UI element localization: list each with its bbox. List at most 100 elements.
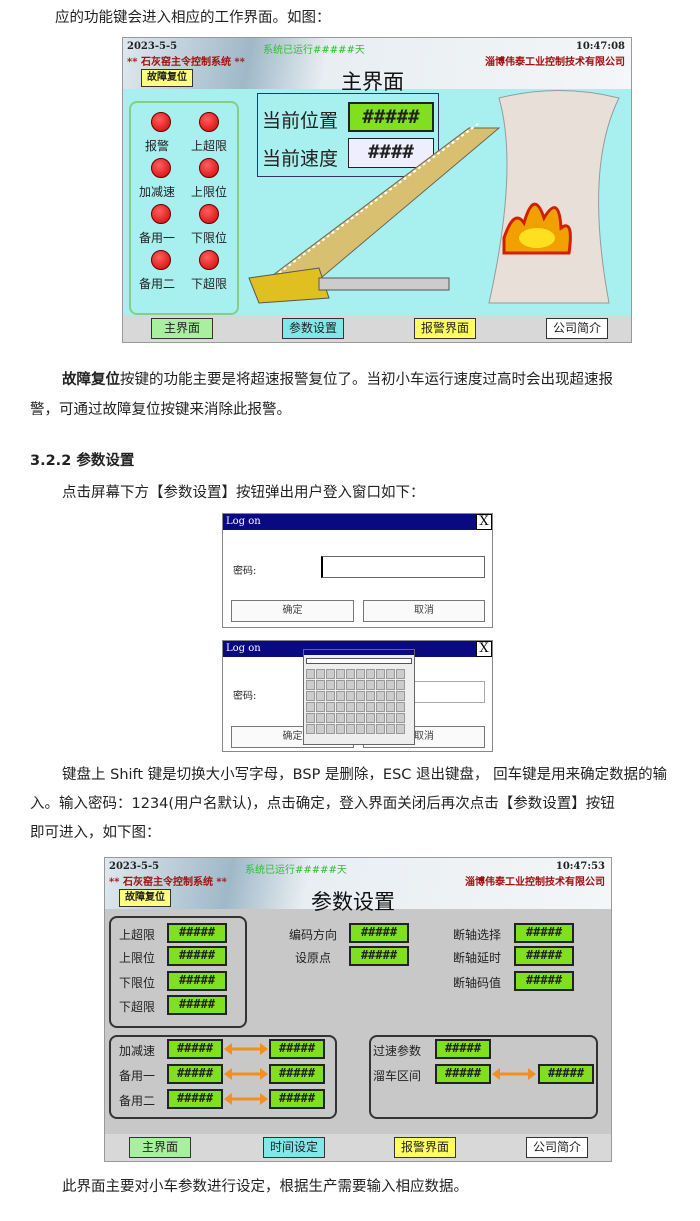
close-icon[interactable]: X (476, 514, 492, 530)
keyboard-key[interactable] (376, 713, 385, 723)
reset-button[interactable]: 故障复位 (119, 889, 171, 907)
light-label: 下限位 (191, 231, 228, 245)
lower-overlimit-light (199, 250, 219, 270)
keyboard-key[interactable] (326, 680, 335, 690)
keyboard-key[interactable] (376, 724, 385, 734)
keyboard-key[interactable] (356, 724, 365, 734)
keyboard-key[interactable] (316, 691, 325, 701)
keyboard-key[interactable] (306, 669, 315, 679)
keyboard-key[interactable] (326, 713, 335, 723)
keyboard-key[interactable] (316, 669, 325, 679)
param-value-field[interactable]: ##### (514, 971, 574, 991)
keyboard-key[interactable] (346, 680, 355, 690)
param-value-field[interactable]: ##### (538, 1064, 594, 1084)
keyboard-key[interactable] (396, 713, 405, 723)
reset-button[interactable]: 故障复位 (141, 69, 193, 87)
keyboard-key[interactable] (356, 702, 365, 712)
param-value-field[interactable]: ##### (167, 971, 227, 991)
nav-alarm-button[interactable]: 报警界面 (414, 318, 476, 339)
keyboard-key[interactable] (316, 724, 325, 734)
keyboard-key[interactable] (306, 691, 315, 701)
param-value-field[interactable]: ##### (167, 995, 227, 1015)
keyboard-key[interactable] (366, 702, 375, 712)
nav-alarm-button[interactable]: 报警界面 (394, 1137, 456, 1158)
nav-company-button[interactable]: 公司简介 (546, 318, 608, 339)
keyboard-key[interactable] (326, 691, 335, 701)
keyboard-key[interactable] (316, 713, 325, 723)
keyboard-key[interactable] (356, 713, 365, 723)
param-value-field[interactable]: ##### (514, 923, 574, 943)
keyboard-key[interactable] (306, 713, 315, 723)
keyboard-key[interactable] (316, 702, 325, 712)
keyboard-key[interactable] (306, 680, 315, 690)
keyboard-key[interactable] (366, 691, 375, 701)
keyboard-key[interactable] (396, 691, 405, 701)
keyboard-key[interactable] (396, 724, 405, 734)
param-value-field[interactable]: ##### (349, 946, 409, 966)
keyboard-key[interactable] (306, 702, 315, 712)
keyboard-key[interactable] (336, 691, 345, 701)
keyboard-key[interactable] (346, 669, 355, 679)
param-value-field[interactable]: ##### (435, 1064, 491, 1084)
password-input[interactable] (321, 556, 485, 578)
keyboard-key[interactable] (386, 669, 395, 679)
keyboard-key[interactable] (346, 702, 355, 712)
keyboard-key[interactable] (356, 680, 365, 690)
param-value-field[interactable]: ##### (349, 923, 409, 943)
keyboard-key[interactable] (396, 680, 405, 690)
keyboard-key[interactable] (386, 724, 395, 734)
keyboard-key[interactable] (386, 680, 395, 690)
param-value-field[interactable]: ##### (167, 1039, 223, 1059)
close-icon[interactable]: X (476, 641, 492, 657)
keyboard-key[interactable] (376, 702, 385, 712)
keyboard-key[interactable] (366, 724, 375, 734)
keyboard-key[interactable] (336, 713, 345, 723)
keyboard-key[interactable] (366, 669, 375, 679)
keyboard-keys[interactable] (306, 669, 412, 735)
param-value-field[interactable]: ##### (514, 946, 574, 966)
keyboard-key[interactable] (376, 669, 385, 679)
nav-main-button[interactable]: 主界面 (129, 1137, 191, 1158)
nav-time-button[interactable]: 时间设定 (263, 1137, 325, 1158)
keyboard-key[interactable] (326, 702, 335, 712)
param-value-field[interactable]: ##### (167, 1064, 223, 1084)
keyboard-key[interactable] (386, 702, 395, 712)
param-value-field[interactable]: ##### (167, 923, 227, 943)
keyboard-key[interactable] (336, 702, 345, 712)
param-value-field[interactable]: ##### (167, 946, 227, 966)
keyboard-key[interactable] (346, 691, 355, 701)
ok-button[interactable]: 确定 (231, 600, 354, 622)
company: 淄博伟泰工业控制技术有限公司 (465, 877, 605, 888)
keyboard-key[interactable] (306, 724, 315, 734)
virtual-keyboard[interactable] (303, 649, 415, 745)
keyboard-input[interactable] (306, 658, 412, 664)
keyboard-key[interactable] (356, 669, 365, 679)
keyboard-key[interactable] (376, 680, 385, 690)
cancel-button[interactable]: 取消 (363, 600, 485, 622)
keyboard-key[interactable] (346, 713, 355, 723)
nav-main-button[interactable]: 主界面 (151, 318, 213, 339)
keyboard-key[interactable] (396, 669, 405, 679)
keyboard-key[interactable] (326, 669, 335, 679)
keyboard-key[interactable] (396, 702, 405, 712)
param-value-field[interactable]: ##### (269, 1039, 325, 1059)
keyboard-key[interactable] (366, 680, 375, 690)
param-value-field[interactable]: ##### (435, 1039, 491, 1059)
keyboard-key[interactable] (386, 713, 395, 723)
keyboard-key[interactable] (316, 680, 325, 690)
keyboard-key[interactable] (336, 680, 345, 690)
param-value-field[interactable]: ##### (167, 1089, 223, 1109)
param-value-field[interactable]: ##### (269, 1089, 325, 1109)
keyboard-key[interactable] (356, 691, 365, 701)
param-value-field[interactable]: ##### (269, 1064, 325, 1084)
keyboard-key[interactable] (366, 713, 375, 723)
nav-params-button[interactable]: 参数设置 (282, 318, 344, 339)
nav-company-button[interactable]: 公司简介 (526, 1137, 588, 1158)
keyboard-key[interactable] (326, 724, 335, 734)
keyboard-key[interactable] (376, 691, 385, 701)
keyboard-key[interactable] (346, 724, 355, 734)
system-name: ** 石灰窑主令控制系统 ** (127, 57, 245, 68)
keyboard-key[interactable] (386, 691, 395, 701)
keyboard-key[interactable] (336, 669, 345, 679)
keyboard-key[interactable] (336, 724, 345, 734)
